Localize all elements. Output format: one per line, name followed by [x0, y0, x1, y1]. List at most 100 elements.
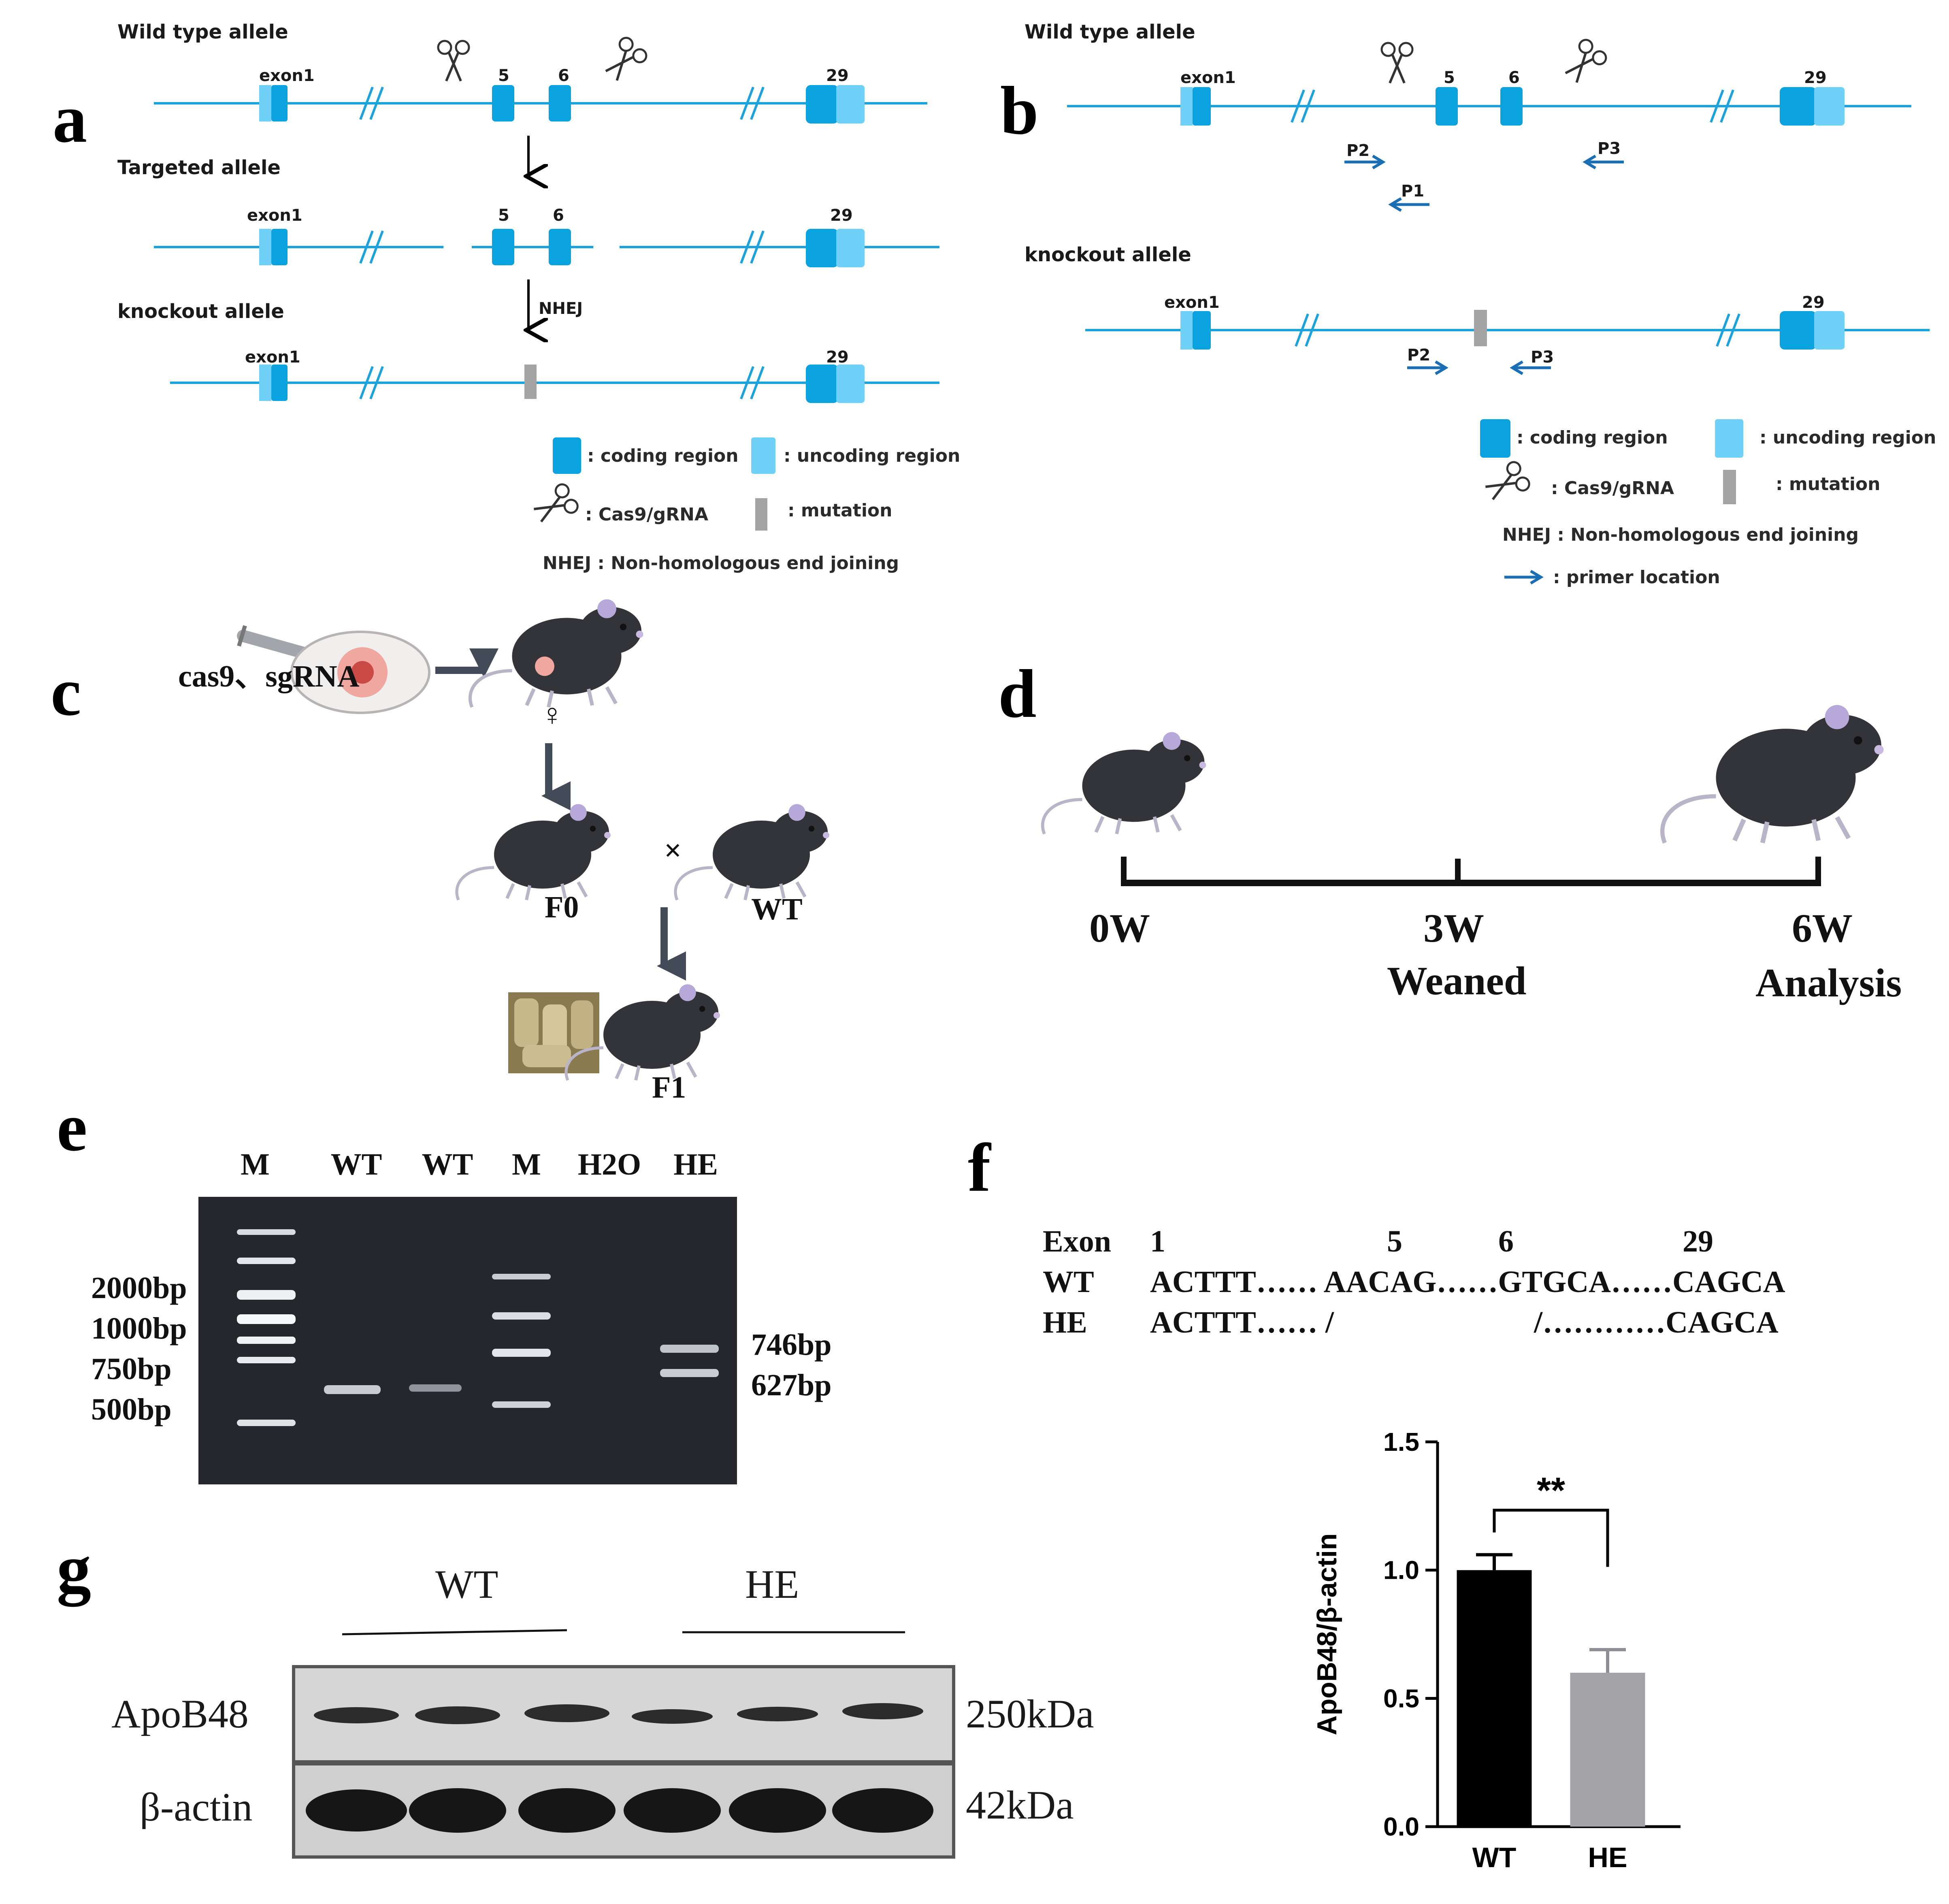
y-tick-label: 1.5	[1383, 1427, 1419, 1456]
a-exon1-label: exon1	[245, 348, 300, 367]
young-mouse-icon	[1043, 732, 1206, 834]
female-mouse-icon	[470, 599, 643, 707]
b-exon29-label: 29	[1802, 293, 1825, 312]
a-targeted-gene	[154, 229, 939, 267]
c-cross-symbol: ×	[664, 834, 682, 868]
c-f1-label: F1	[652, 1070, 686, 1104]
panel-label-b: b	[1000, 72, 1039, 149]
g-protein-beta-actin: β-actin	[140, 1785, 253, 1829]
b-exon1-label: exon1	[1164, 293, 1220, 312]
b-p2-label: P2	[1407, 346, 1430, 365]
a-legend-coding: : coding region	[587, 446, 739, 466]
western-blot	[292, 1665, 955, 1859]
panel-label-g: g	[57, 1531, 91, 1607]
e-size-627: 627bp	[751, 1368, 832, 1402]
g-protein-apob48: ApoB48	[111, 1691, 249, 1736]
b-p1-label: P1	[1401, 182, 1424, 200]
panel-label-a: a	[53, 81, 87, 157]
e-size-746: 746bp	[751, 1328, 832, 1362]
a-wild-type-gene	[154, 85, 927, 124]
b-legend-cas9: : Cas9/gRNA	[1551, 478, 1674, 499]
b-exon1-label: exon1	[1180, 68, 1236, 87]
f-wt-label: WT	[1043, 1265, 1094, 1299]
a-nhej-label: NHEJ	[539, 299, 583, 318]
d-3w: 3W	[1423, 906, 1484, 951]
gel-lane-label: M	[512, 1147, 541, 1181]
g-weight-42: 42kDa	[966, 1782, 1074, 1827]
f-exon-5: 5	[1387, 1224, 1402, 1258]
b-legend-uncoding: : uncoding region	[1759, 427, 1936, 448]
f-exon-29: 29	[1683, 1224, 1713, 1258]
a-targeted-title: Targeted allele	[117, 156, 281, 179]
y-tick-label: 1.0	[1383, 1556, 1419, 1585]
b-wild-type-title: Wild type allele	[1025, 21, 1195, 43]
b-legend-coding: : coding region	[1517, 427, 1668, 448]
gel-lane-label: H2O	[578, 1147, 641, 1181]
gel-ladder-label: 750bp	[91, 1352, 172, 1386]
timeline	[1121, 857, 1821, 886]
scissors-icon	[600, 35, 649, 86]
x-tick-label: HE	[1588, 1842, 1627, 1873]
a-legend-mutation: : mutation	[788, 500, 892, 521]
d-analysis: Analysis	[1755, 960, 1902, 1005]
g-weight-250: 250kDa	[966, 1691, 1094, 1736]
a-exon6-label: 6	[558, 66, 569, 85]
a-exon29-label: 29	[826, 66, 849, 85]
a-exon1-label: exon1	[247, 206, 302, 225]
petri-dish-icon	[290, 631, 430, 714]
injection-mark	[535, 657, 554, 676]
coding-swatch	[1480, 419, 1510, 458]
gel-lane-label: WT	[331, 1147, 382, 1181]
b-primer-arrows	[1344, 154, 1624, 212]
f-exon-header: Exon	[1043, 1224, 1111, 1258]
f-wt-sequence: ACTTT…… AACAG……GTGCA……CAGCA	[1150, 1265, 1785, 1299]
gel-lane-label: M	[241, 1147, 270, 1181]
d-0w: 0W	[1089, 906, 1150, 951]
panel-label-c: c	[51, 654, 81, 730]
panel-label-f: f	[968, 1130, 992, 1206]
scissors-icon	[530, 482, 580, 529]
g-group-he: HE	[745, 1562, 799, 1607]
adult-mouse-icon	[1662, 705, 1883, 843]
b-legend-nhej: NHEJ : Non-homologous end joining	[1502, 525, 1859, 545]
b-legend-primer: : primer location	[1553, 567, 1720, 588]
a-exon1-label: exon1	[259, 66, 315, 85]
b-knockout-title: knockout allele	[1025, 243, 1191, 266]
food-pellets-icon	[508, 992, 599, 1073]
significance-label: **	[1537, 1471, 1565, 1511]
a-exon29-label: 29	[826, 348, 849, 367]
c-injection-label: cas9、sgRNA	[178, 659, 360, 693]
d-6w: 6W	[1792, 906, 1853, 951]
b-legend: : coding region : uncoding region : Cas9…	[1480, 419, 1936, 588]
gel-ladder-label: 500bp	[91, 1392, 172, 1426]
f-he-label: HE	[1043, 1305, 1087, 1339]
b-exon29-label: 29	[1804, 68, 1827, 87]
bar-he	[1570, 1673, 1645, 1827]
b-p2-label: P2	[1346, 141, 1370, 160]
significance-bracket	[1493, 1509, 1609, 1567]
f-exon-1: 1	[1150, 1224, 1165, 1258]
a-exon5-label: 5	[498, 66, 509, 85]
b-p3-label: P3	[1531, 348, 1554, 367]
gel-lane-label: HE	[673, 1147, 718, 1181]
d-weaned: Weaned	[1387, 958, 1526, 1003]
uncoding-swatch	[1715, 419, 1743, 458]
uncoding-swatch	[751, 437, 775, 474]
c-f0-label: F0	[545, 890, 579, 924]
mutation-swatch	[1723, 470, 1736, 504]
scissors-icon	[438, 41, 469, 81]
f-sequence-table: Exon 1 5 6 29 WT ACTTT…… AACAG……GTGCA……C…	[1043, 1224, 1785, 1339]
scissors-icon	[1481, 460, 1532, 506]
f-he-sequence: ACTTT…… / /…………CAGCA	[1150, 1305, 1779, 1339]
a-exon6-label: 6	[553, 206, 564, 225]
y-tick-label: 0.0	[1383, 1812, 1419, 1841]
gel-bands	[237, 1229, 719, 1426]
b-exon6-label: 6	[1508, 68, 1520, 87]
a-legend-uncoding: : uncoding region	[784, 446, 960, 466]
a-legend-cas9: : Cas9/gRNA	[585, 504, 708, 525]
bar-wt	[1457, 1570, 1532, 1827]
y-tick-label: 0.5	[1383, 1684, 1419, 1713]
